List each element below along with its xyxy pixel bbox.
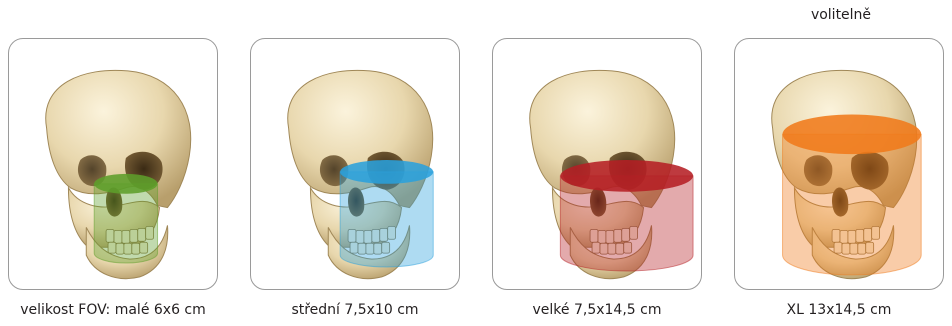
fov-medium-cylinder xyxy=(340,160,433,267)
skull-fov-xl-illustration xyxy=(735,39,943,289)
fov-xl-cylinder xyxy=(783,114,922,274)
fov-small-cylinder xyxy=(94,174,157,263)
fov-xl-panel xyxy=(734,38,944,290)
skull-fov-medium-illustration xyxy=(251,39,459,289)
skull-fov-small-illustration xyxy=(9,39,217,289)
fov-large-caption: velké 7,5x14,5 cm xyxy=(477,300,717,320)
optional-label: volitelně xyxy=(733,6,949,24)
fov-small-panel xyxy=(8,38,218,290)
fov-medium-panel xyxy=(250,38,460,290)
fov-medium-caption: střední 7,5x10 cm xyxy=(235,300,475,320)
fov-large-panel xyxy=(492,38,702,290)
fov-large-cylinder xyxy=(560,160,693,271)
fov-small-caption: velikost FOV: malé 6x6 cm xyxy=(0,300,233,320)
fov-xl-caption: XL 13x14,5 cm xyxy=(719,300,952,320)
skull-fov-large-illustration xyxy=(493,39,701,289)
